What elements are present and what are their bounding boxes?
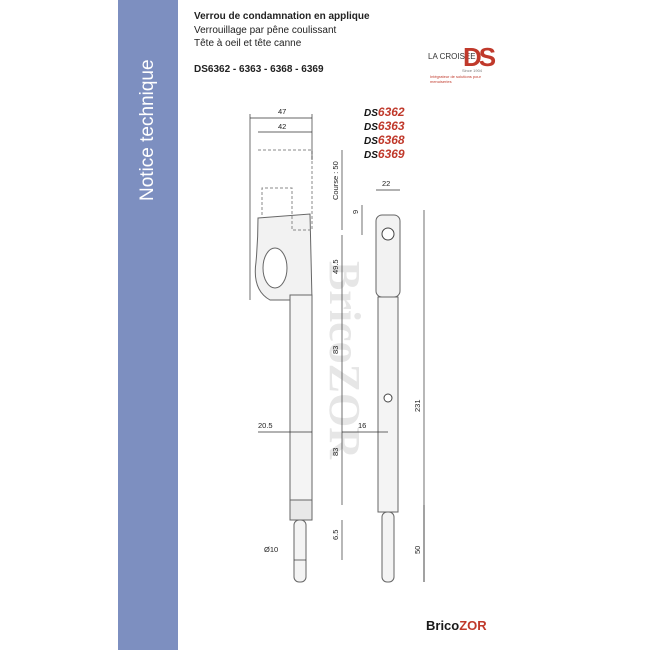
dim-49-5: 49.5 <box>331 259 340 274</box>
footer-brand-left: Brico <box>426 618 460 633</box>
lock-foot-left <box>289 499 313 521</box>
brand-since: Since 1904 <box>462 68 483 73</box>
dim-9: 9 <box>351 210 360 214</box>
key-cylinder-icon <box>381 227 395 241</box>
document-sheet <box>118 0 538 650</box>
dim-22: 22 <box>382 179 390 188</box>
model-item: DS6362 <box>364 105 405 120</box>
dim-83-upper: 83 <box>331 346 340 354</box>
model-item: DS6363 <box>364 119 405 134</box>
footer-brand-right: ZOR <box>459 618 487 633</box>
bricozor-logo: BricoZOR <box>426 618 487 633</box>
model-list: DS6362 DS6363 DS6368 DS6369 <box>364 106 405 162</box>
dim-20-5: 20.5 <box>258 421 273 430</box>
dim-6-5: 6.5 <box>331 530 340 540</box>
lock-shaft-left <box>289 294 313 506</box>
model-item: DS6368 <box>364 133 405 148</box>
lock-bolt-right <box>381 511 395 583</box>
product-subtitle-2: Tête à oeil et tête canne <box>194 38 302 49</box>
dim-diameter-10: Ø10 <box>264 545 278 554</box>
brand-mark: DS <box>463 42 496 72</box>
dim-42: 42 <box>278 122 286 131</box>
dim-83-lower: 83 <box>331 448 340 456</box>
lock-eye-head <box>254 213 313 301</box>
screw-hole-icon <box>383 393 393 403</box>
lock-shaft-right <box>377 296 399 513</box>
model-item: DS6369 <box>364 147 405 162</box>
dimension-lines <box>249 114 425 582</box>
lock-bolt-left <box>293 519 307 583</box>
dim-50: 50 <box>413 546 422 554</box>
brand-tagline: Intégrateur de solutions pour menuiserie… <box>430 74 481 84</box>
dim-231: 231 <box>413 399 422 412</box>
lock-head-right <box>375 214 401 298</box>
dim-47: 47 <box>278 107 286 116</box>
side-band <box>118 0 178 650</box>
la-croisee-logo: LA CROISEE DS Since 1904 Intégrateur de … <box>418 40 498 84</box>
product-subtitle-1: Verrouillage par pêne coulissant <box>194 25 337 36</box>
dim-course: Course : 50 <box>331 161 340 200</box>
lock-open-position <box>258 149 313 231</box>
product-title: Verrou de condamnation en applique <box>194 11 370 22</box>
watermark-text: BricoZOR <box>320 261 369 460</box>
product-references: DS6362 - 6363 - 6368 - 6369 <box>194 64 324 75</box>
brand-name: LA CROISEE <box>428 52 476 61</box>
dim-16: 16 <box>358 421 366 430</box>
